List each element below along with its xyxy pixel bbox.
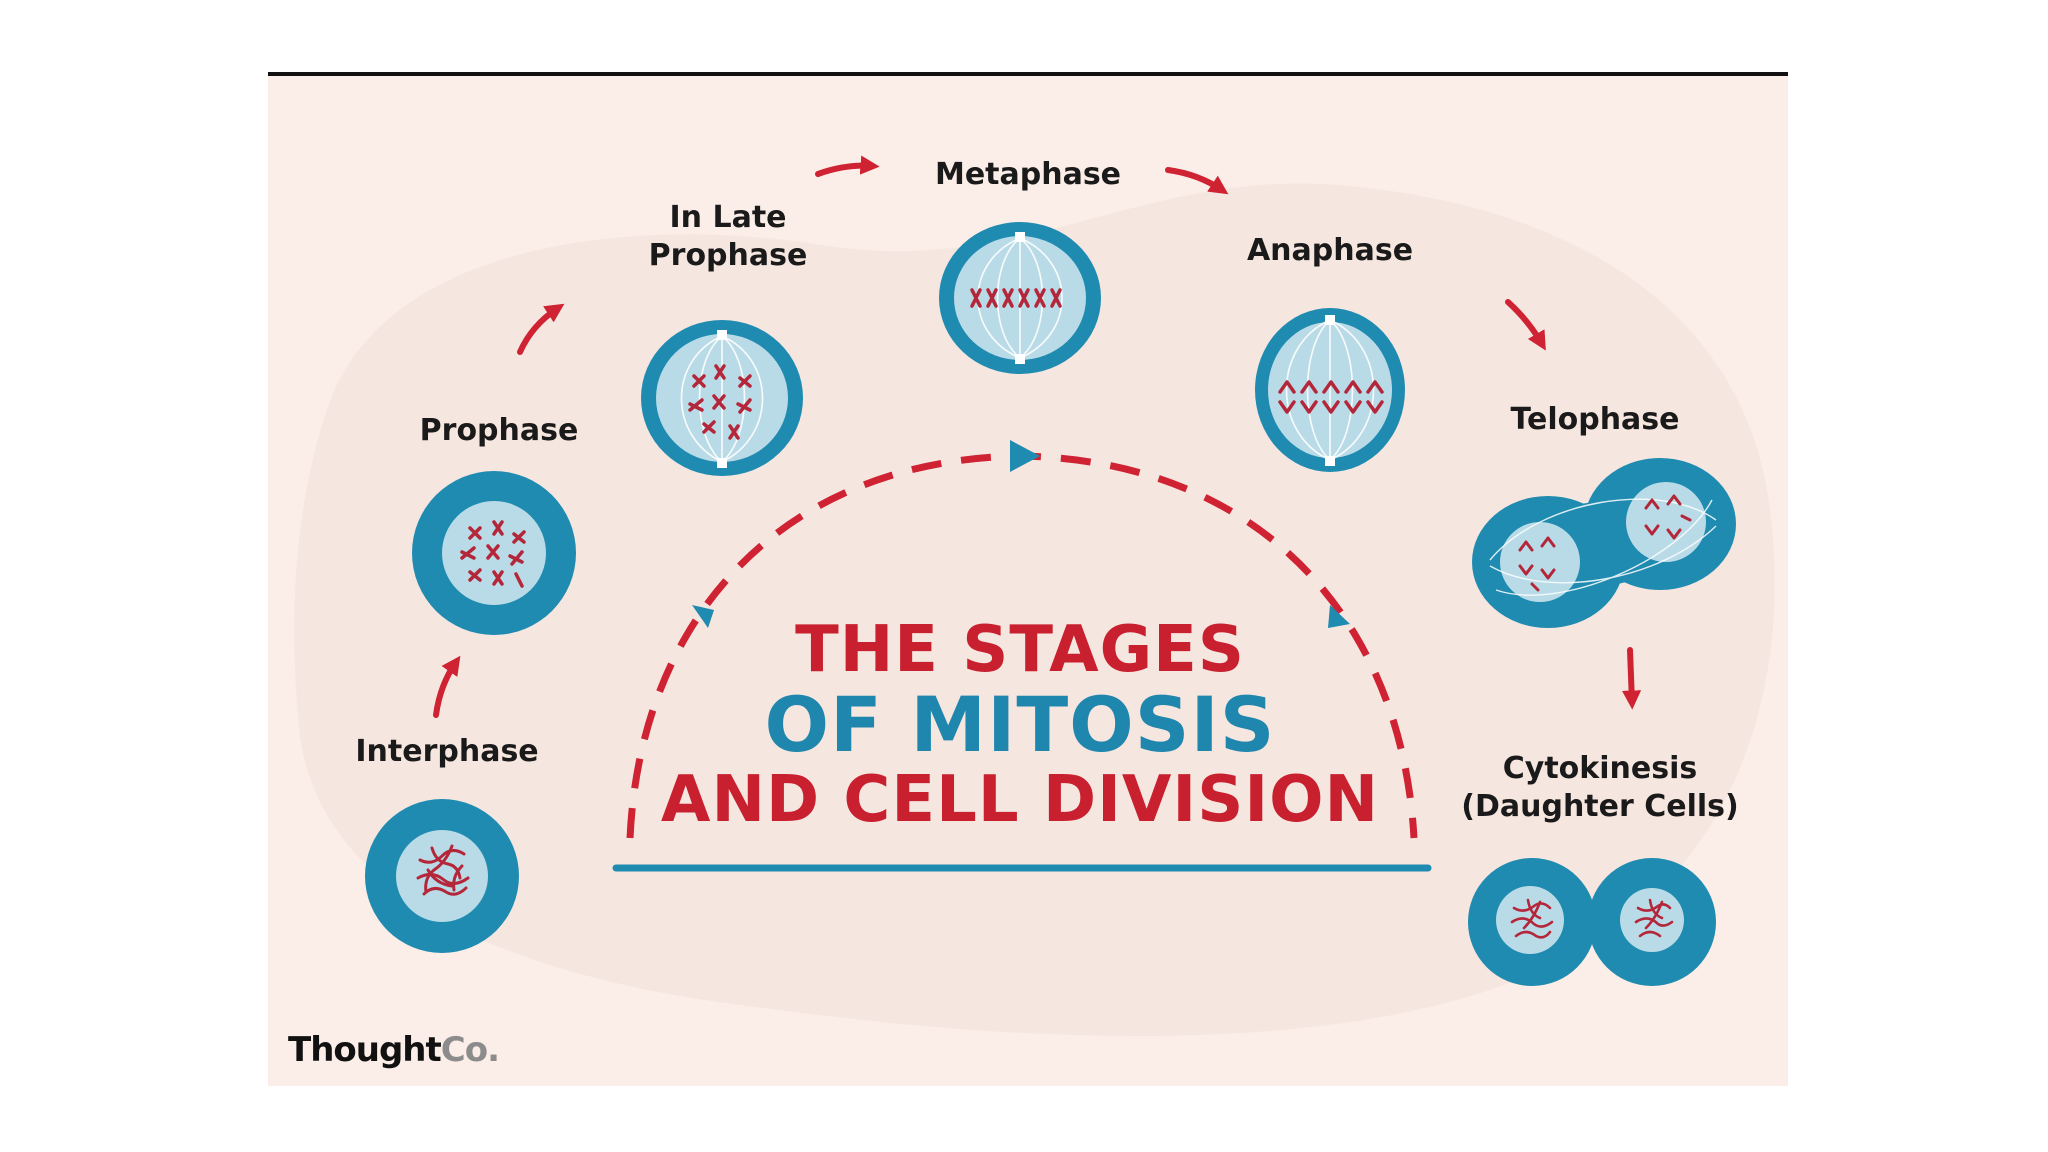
chromosomes-separating [1278, 380, 1384, 414]
label-late-prophase-line1: In Late [669, 200, 787, 235]
chromatin [416, 844, 470, 896]
arrow-prophase-to-late-prophase [517, 303, 565, 355]
label-metaphase: Metaphase [934, 157, 1122, 192]
label-cytokinesis-line1: Cytokinesis [1502, 751, 1698, 786]
anaphase-cell [1255, 308, 1405, 472]
prophase-cell [412, 471, 576, 635]
chromosomes [460, 520, 526, 588]
arrow-metaphase-to-anaphase [1165, 167, 1229, 195]
chromatin [1510, 898, 1674, 939]
spindle-remnants [1489, 498, 1717, 596]
spindle-fibers [1285, 319, 1375, 461]
label-late-prophase-line2: Prophase [648, 238, 808, 273]
title-line-2: OF MITOSIS [764, 680, 1276, 769]
label-cytokinesis: Cytokinesis (Daughter Cells) [1461, 750, 1738, 826]
cytokinesis-cells [1468, 858, 1716, 986]
spindle-fibers [977, 237, 1063, 359]
arrow-late-prophase-to-metaphase [815, 155, 880, 177]
cycle-arrow-right [1328, 605, 1350, 628]
label-cytokinesis-line2: (Daughter Cells) [1461, 789, 1739, 824]
label-telophase: Telophase [1510, 402, 1680, 437]
arrow-telophase-to-cytokinesis [1621, 647, 1642, 710]
title-line-1: THE STAGES [795, 613, 1245, 687]
cycle-arrow-top [1010, 440, 1040, 472]
interphase-cell [365, 799, 519, 953]
arrow-interphase-to-prophase [433, 655, 461, 718]
telophase-cell [1472, 458, 1736, 628]
brand-name: Thought [288, 1030, 442, 1070]
title-line-3: AND CELL DIVISION [660, 763, 1380, 837]
brand-suffix: Co. [440, 1030, 500, 1070]
chromosomes [688, 364, 752, 440]
cycle-arrow-left [692, 605, 714, 628]
chromosomes [1518, 494, 1692, 592]
late-prophase-cell [641, 320, 803, 476]
label-anaphase: Anaphase [1246, 233, 1414, 268]
chromosomes-aligned [970, 288, 1062, 308]
label-prophase: Prophase [419, 413, 579, 448]
metaphase-cell [939, 222, 1101, 374]
thoughtco-logo: ThoughtCo. [288, 1030, 500, 1070]
label-late-prophase: In Late Prophase [649, 199, 808, 275]
spindle-fibers [680, 335, 764, 463]
arrow-anaphase-to-telophase [1505, 299, 1546, 351]
label-interphase: Interphase [355, 734, 539, 769]
